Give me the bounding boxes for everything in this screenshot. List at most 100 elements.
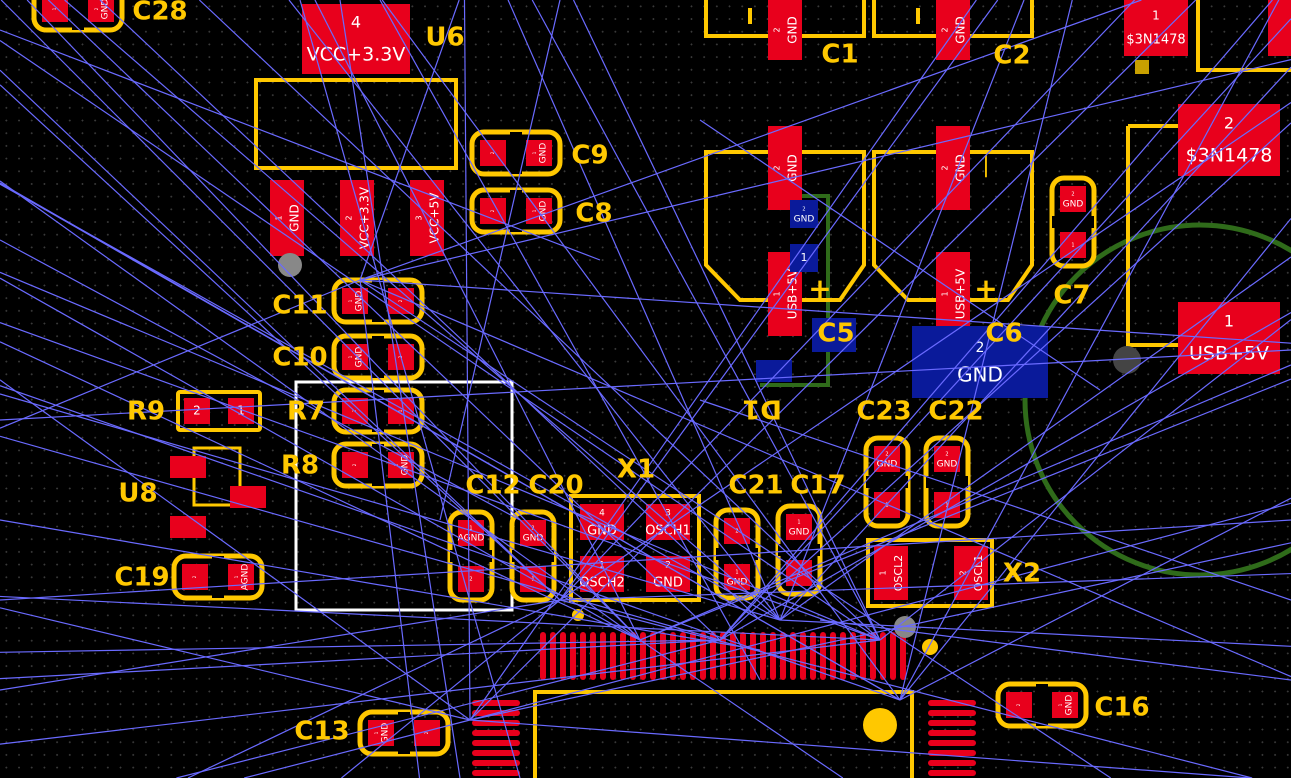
- ic-pin[interactable]: [600, 632, 606, 680]
- ic-pin[interactable]: [900, 632, 906, 680]
- ic-pin[interactable]: [540, 632, 546, 680]
- ic-pin[interactable]: [670, 632, 676, 680]
- refdes-c9[interactable]: C9: [571, 141, 608, 171]
- ic-pin[interactable]: [928, 740, 976, 746]
- pad[interactable]: [388, 398, 414, 424]
- ic-pin[interactable]: [780, 632, 786, 680]
- pad[interactable]: [768, 0, 802, 60]
- ic-pin[interactable]: [472, 700, 520, 706]
- ic-pin[interactable]: [472, 770, 520, 776]
- ic-pin[interactable]: [580, 632, 586, 680]
- refdes-c10[interactable]: C10: [272, 343, 327, 373]
- pad[interactable]: [1268, 0, 1291, 56]
- ic-pin[interactable]: [880, 632, 886, 680]
- refdes-c8[interactable]: C8: [575, 199, 612, 229]
- refdes-c23[interactable]: C23: [856, 397, 911, 427]
- pad[interactable]: [874, 546, 908, 600]
- ic-pin[interactable]: [550, 632, 556, 680]
- refdes-c7[interactable]: C7: [1053, 281, 1090, 311]
- pad[interactable]: [1052, 692, 1078, 718]
- ic-pin[interactable]: [620, 632, 626, 680]
- pad[interactable]: [646, 556, 690, 592]
- refdes-c11[interactable]: C11: [272, 291, 327, 321]
- ic-pin[interactable]: [870, 632, 876, 680]
- pad[interactable]: [768, 126, 802, 210]
- ic-pin[interactable]: [790, 632, 796, 680]
- pad[interactable]: [936, 252, 970, 336]
- ic-pin[interactable]: [928, 710, 976, 716]
- refdes-u6[interactable]: U6: [425, 23, 464, 53]
- refdes-c22[interactable]: C22: [928, 397, 983, 427]
- refdes-c17[interactable]: C17: [790, 471, 845, 501]
- refdes-x2[interactable]: X2: [1003, 559, 1041, 589]
- refdes-c16[interactable]: C16: [1094, 693, 1149, 723]
- pad-label: GND: [355, 291, 365, 312]
- refdes-c1[interactable]: C1: [821, 40, 858, 70]
- refdes-r9[interactable]: R9: [127, 397, 165, 427]
- pad[interactable]: [230, 486, 266, 508]
- ic-pin[interactable]: [928, 770, 976, 776]
- pad[interactable]: [526, 140, 552, 166]
- pad[interactable]: [170, 516, 206, 538]
- refdes-c13[interactable]: C13: [294, 717, 349, 747]
- refdes-c20[interactable]: C20: [528, 471, 583, 501]
- ic-pin[interactable]: [472, 750, 520, 756]
- refdes-c28[interactable]: C28: [132, 0, 187, 27]
- refdes-c5[interactable]: C5: [817, 319, 854, 349]
- ic-pin[interactable]: [560, 632, 566, 680]
- pad[interactable]: [790, 200, 818, 228]
- pad-label: 2: [352, 463, 357, 466]
- refdes-c6[interactable]: C6: [985, 319, 1022, 349]
- ic-pin[interactable]: [690, 632, 696, 680]
- ic-pin[interactable]: [590, 632, 596, 680]
- refdes-r7[interactable]: R7: [287, 397, 325, 427]
- ic-pin[interactable]: [730, 632, 736, 680]
- pad[interactable]: [756, 360, 792, 382]
- pad[interactable]: [342, 344, 368, 370]
- ic-pin[interactable]: [928, 760, 976, 766]
- pad[interactable]: [1178, 104, 1280, 176]
- ic-pin[interactable]: [760, 632, 766, 680]
- ic-pin[interactable]: [472, 730, 520, 736]
- pad[interactable]: [88, 0, 114, 22]
- refdes-d1[interactable]: D1: [742, 394, 782, 424]
- pad[interactable]: [1124, 0, 1188, 56]
- refdes-c2[interactable]: C2: [993, 41, 1030, 71]
- ic-pin[interactable]: [830, 632, 836, 680]
- pad[interactable]: [42, 0, 68, 22]
- pad[interactable]: [1060, 186, 1086, 212]
- ic-pin[interactable]: [472, 740, 520, 746]
- ic-pin[interactable]: [890, 632, 896, 680]
- ic-pin[interactable]: [850, 632, 856, 680]
- pad[interactable]: [182, 564, 208, 590]
- ic-pin[interactable]: [680, 632, 686, 680]
- ic-pin[interactable]: [700, 632, 706, 680]
- refdes-c19[interactable]: C19: [114, 563, 169, 593]
- refdes-u8[interactable]: U8: [118, 479, 157, 509]
- ic-pin[interactable]: [570, 632, 576, 680]
- pad[interactable]: [170, 456, 206, 478]
- ic-pin[interactable]: [750, 632, 756, 680]
- ic-pin[interactable]: [630, 632, 636, 680]
- pad[interactable]: [812, 318, 856, 352]
- refdes-c21[interactable]: C21: [728, 471, 783, 501]
- pad[interactable]: [1006, 692, 1032, 718]
- pad-label: GND: [877, 460, 898, 470]
- pad[interactable]: [786, 514, 812, 540]
- pad[interactable]: [934, 446, 960, 472]
- ic-pin[interactable]: [928, 730, 976, 736]
- ic-pin[interactable]: [810, 632, 816, 680]
- ic-pin[interactable]: [472, 760, 520, 766]
- refdes-x1[interactable]: X1: [617, 455, 655, 485]
- refdes-c12[interactable]: C12: [465, 471, 520, 501]
- ic-pin[interactable]: [610, 632, 616, 680]
- ic-pin[interactable]: [800, 632, 806, 680]
- pad[interactable]: [1178, 302, 1280, 374]
- ic-pin[interactable]: [860, 632, 866, 680]
- ic-pin[interactable]: [928, 720, 976, 726]
- pad-label: 3: [665, 509, 671, 519]
- refdes-r8[interactable]: R8: [281, 451, 319, 481]
- pad[interactable]: [184, 398, 210, 424]
